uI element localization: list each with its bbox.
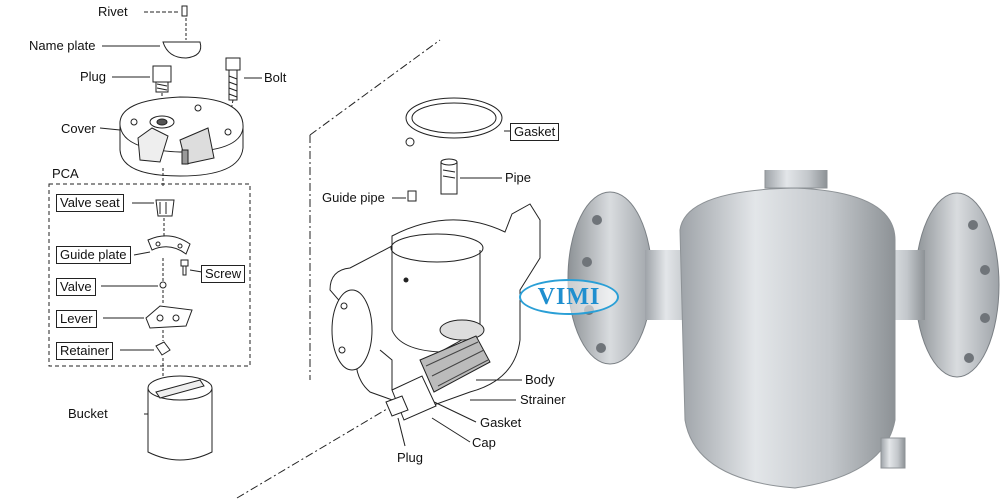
valve-seat-part [132, 199, 175, 217]
label-bolt: Bolt [264, 70, 287, 85]
bolt-part [225, 57, 262, 117]
label-body: Body [525, 372, 555, 387]
screw-part [180, 259, 203, 276]
vimi-watermark: VIMI [519, 279, 619, 315]
label-name-plate: Name plate [29, 38, 96, 53]
cover-part [99, 96, 244, 177]
label-lever: Lever [56, 310, 97, 328]
label-pca: PCA [52, 166, 79, 181]
bucket-part [144, 358, 213, 461]
label-strainer: Strainer [520, 392, 566, 407]
gasket-top-part [405, 97, 510, 147]
valve-part [101, 258, 167, 289]
label-screw: Screw [201, 265, 246, 283]
label-gasket-top: Gasket [510, 123, 560, 141]
label-rivet: Rivet [98, 4, 128, 19]
strainer-part [419, 335, 516, 401]
label-gasket-bottom: Gasket [480, 415, 522, 430]
guide-plate-part [133, 218, 191, 256]
steam-trap-photo [567, 170, 1000, 489]
plug-bottom-part [385, 395, 409, 447]
label-bucket: Bucket [68, 406, 108, 421]
label-cap: Cap [472, 435, 496, 450]
label-valve: Valve [56, 278, 96, 296]
pca-box [48, 183, 251, 367]
label-guide-plate: Guide plate [56, 246, 131, 264]
name-plate-part [102, 18, 202, 59]
label-guide-pipe: Guide pipe [322, 190, 385, 205]
label-cover: Cover [61, 121, 96, 136]
watermark-text: VIMI [537, 283, 601, 310]
rivet-part [144, 5, 188, 17]
label-plug-top: Plug [80, 69, 107, 84]
retainer-part [120, 330, 171, 356]
label-pipe: Pipe [505, 170, 532, 185]
pipe-part [440, 158, 502, 195]
lever-part [103, 290, 193, 329]
guide-pipe-part [392, 190, 417, 202]
label-plug-bottom: Plug [397, 450, 424, 465]
label-valve-seat: Valve seat [56, 194, 124, 212]
label-retainer: Retainer [56, 342, 114, 360]
